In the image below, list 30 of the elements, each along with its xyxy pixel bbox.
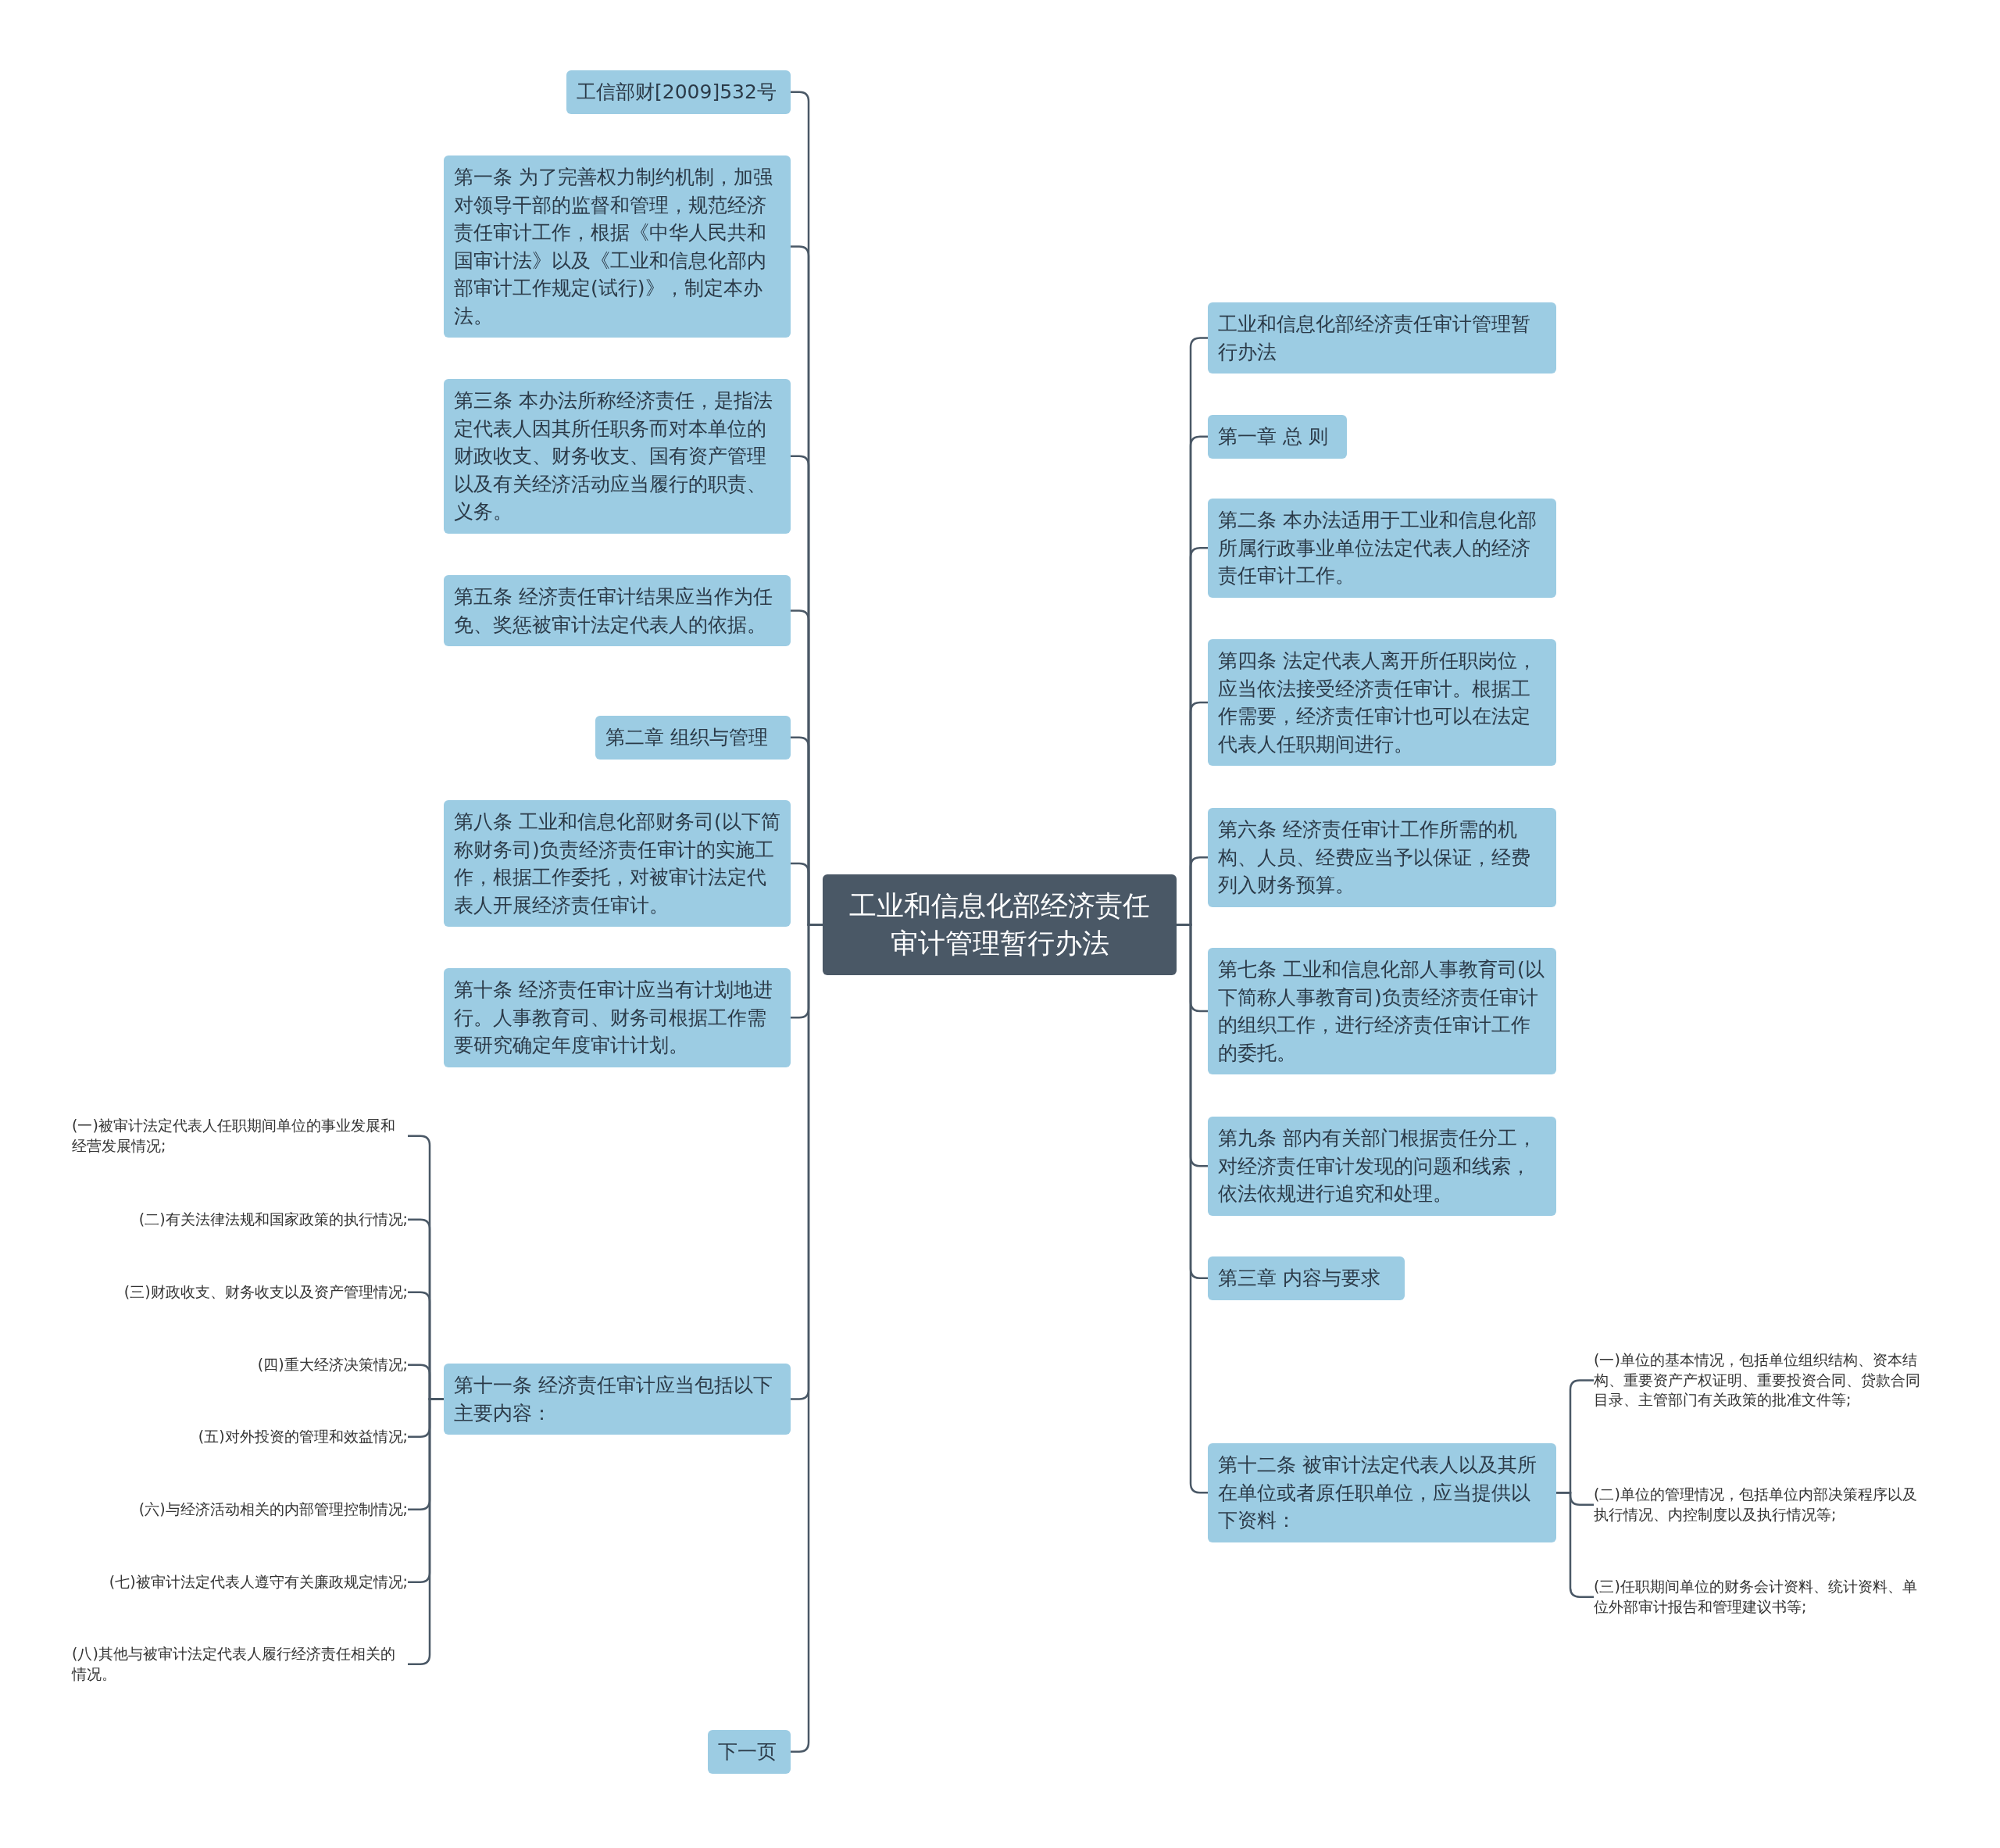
- topic-box: 第五条 经济责任审计结果应当作为任免、奖惩被审计法定代表人的依据。: [444, 575, 791, 646]
- topic-box: 第三条 本办法所称经济责任，是指法定代表人因其所任职务而对本单位的财政收支、财务收支、国有资产管理以及有关经济活动应当履行的职责、义务。: [444, 379, 791, 534]
- topic-box: 第八条 工业和信息化部财务司(以下简称财务司)负责经济责任审计的实施工作，根据工作委托，对被审计法定代表人开展经济责任审计。: [444, 800, 791, 927]
- topic-box: 下一页: [708, 1730, 791, 1774]
- topic-box: 工业和信息化部经济责任审计管理暂行办法: [1208, 302, 1556, 374]
- topic-box: 第六条 经济责任审计工作所需的机构、人员、经费应当予以保证，经费列入财务预算。: [1208, 808, 1556, 907]
- subtopic-text: (一)被审计法定代表人任职期间单位的事业发展和经营发展情况;: [72, 1116, 408, 1156]
- subtopic-text: (三)财政收支、财务收支以及资产管理情况;: [123, 1282, 408, 1303]
- subtopic-text: (五)对外投资的管理和效益情况;: [198, 1427, 408, 1447]
- topic-box: 工信部财[2009]532号: [566, 70, 791, 114]
- topic-box: 第二条 本办法适用于工业和信息化部所属行政事业单位法定代表人的经济责任审计工作。: [1208, 499, 1556, 598]
- subtopic-text: (八)其他与被审计法定代表人履行经济责任相关的情况。: [72, 1644, 408, 1685]
- subtopic-text: (四)重大经济决策情况;: [257, 1355, 408, 1375]
- topic-box: 第七条 工业和信息化部人事教育司(以下简称人事教育司)负责经济责任审计的组织工作，进行经济责任审计工作的委托。: [1208, 948, 1556, 1074]
- topic-box: 第一条 为了完善权力制约机制，加强对领导干部的监督和管理，规范经济责任审计工作，根据《中华人民共和国审计法》以及《工业和信息化部内部审计工作规定(试行)》，制定本办法。: [444, 155, 791, 338]
- subtopic-text: (六)与经济活动相关的内部管理控制情况;: [138, 1499, 408, 1520]
- subtopic-text: (一)单位的基本情况，包括单位组织结构、资本结构、重要资产产权证明、重要投资合同、贷款合同目录、主管部门有关政策的批准文件等;: [1594, 1350, 1930, 1410]
- central-topic-box: 工业和信息化部经济责任审计管理暂行办法: [823, 874, 1177, 975]
- subtopic-text: (二)单位的管理情况，包括单位内部决策程序以及执行情况、内控制度以及执行情况等;: [1594, 1485, 1930, 1525]
- topic-box: 第十二条 被审计法定代表人以及其所在单位或者原任职单位，应当提供以下资料：: [1208, 1443, 1556, 1542]
- topic-box: 第四条 法定代表人离开所任职岗位，应当依法接受经济责任审计。根据工作需要，经济责任审计也可以在法定代表人任职期间进行。: [1208, 639, 1556, 766]
- subtopic-text: (三)任职期间单位的财务会计资料、统计资料、单位外部审计报告和管理建议书等;: [1594, 1577, 1930, 1617]
- topic-box: 第九条 部内有关部门根据责任分工，对经济责任审计发现的问题和线索，依法依规进行追究和处理。: [1208, 1117, 1556, 1216]
- topic-box: 第十一条 经济责任审计应当包括以下主要内容：: [444, 1364, 791, 1435]
- topic-box: 第二章 组织与管理: [595, 716, 791, 760]
- subtopic-text: (二)有关法律法规和国家政策的执行情况;: [138, 1210, 408, 1230]
- topic-box: 第一章 总 则: [1208, 415, 1347, 459]
- topic-box: 第十条 经济责任审计应当有计划地进行。人事教育司、财务司根据工作需要研究确定年度审计计划。: [444, 968, 791, 1067]
- topic-box: 第三章 内容与要求: [1208, 1256, 1405, 1300]
- subtopic-text: (七)被审计法定代表人遵守有关廉政规定情况;: [109, 1572, 408, 1592]
